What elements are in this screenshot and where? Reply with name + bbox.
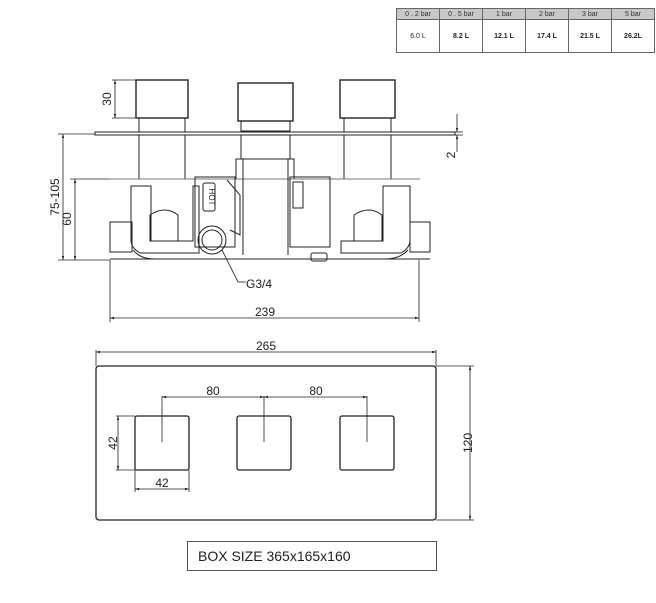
dim-depth-range: 75-105: [48, 178, 62, 216]
handle-right: [339, 79, 396, 133]
handle-center: [237, 82, 294, 132]
dim-spacing-left: 80: [206, 384, 220, 398]
flow-value: 21.5 L: [568, 19, 612, 53]
hot-label: HOT: [207, 189, 216, 206]
pressure-header-row: 0 . 2 bar 0 . 5 bar 1 bar 2 bar 3 bar 5 …: [396, 8, 655, 20]
dim-body-width: 239: [255, 305, 275, 319]
dim-body-depth: 60: [60, 212, 74, 226]
handle-left: [135, 79, 189, 133]
flow-value: 6.0 L: [396, 19, 440, 53]
dim-plate-width: 265: [256, 339, 276, 353]
dim-spacing-right: 80: [309, 384, 323, 398]
hot-label-box: [202, 182, 216, 212]
box-size-label: BOX SIZE 365x165x160: [187, 541, 437, 571]
inlet-connection: [197, 225, 227, 255]
side-view: HOT: [94, 79, 456, 283]
front-view: [95, 365, 437, 521]
flow-value: 8.2 L: [439, 19, 483, 53]
flow-rate-table: 0 . 2 bar 0 . 5 bar 1 bar 2 bar 3 bar 5 …: [396, 8, 655, 53]
side-view-dimensions: [58, 79, 463, 322]
dim-plate-height: 120: [461, 433, 475, 453]
flow-value: 26.2L: [611, 19, 655, 53]
dim-handle-height: 30: [100, 92, 114, 106]
pressure-header: 0 . 5 bar: [439, 8, 483, 20]
flow-value: 12.1 L: [482, 19, 526, 53]
flow-value: 17.4 L: [525, 19, 569, 53]
front-plate: [95, 365, 437, 521]
dim-handle-width-front: 42: [155, 476, 169, 490]
flow-value-row: 6.0 L 8.2 L 12.1 L 17.4 L 21.5 L 26.2L: [396, 19, 655, 53]
dim-handle-height-front: 42: [106, 436, 120, 450]
connection-label: G3/4: [246, 277, 272, 291]
dim-plate-thickness: 2: [444, 151, 458, 158]
front-view-dimensions: [95, 350, 474, 521]
